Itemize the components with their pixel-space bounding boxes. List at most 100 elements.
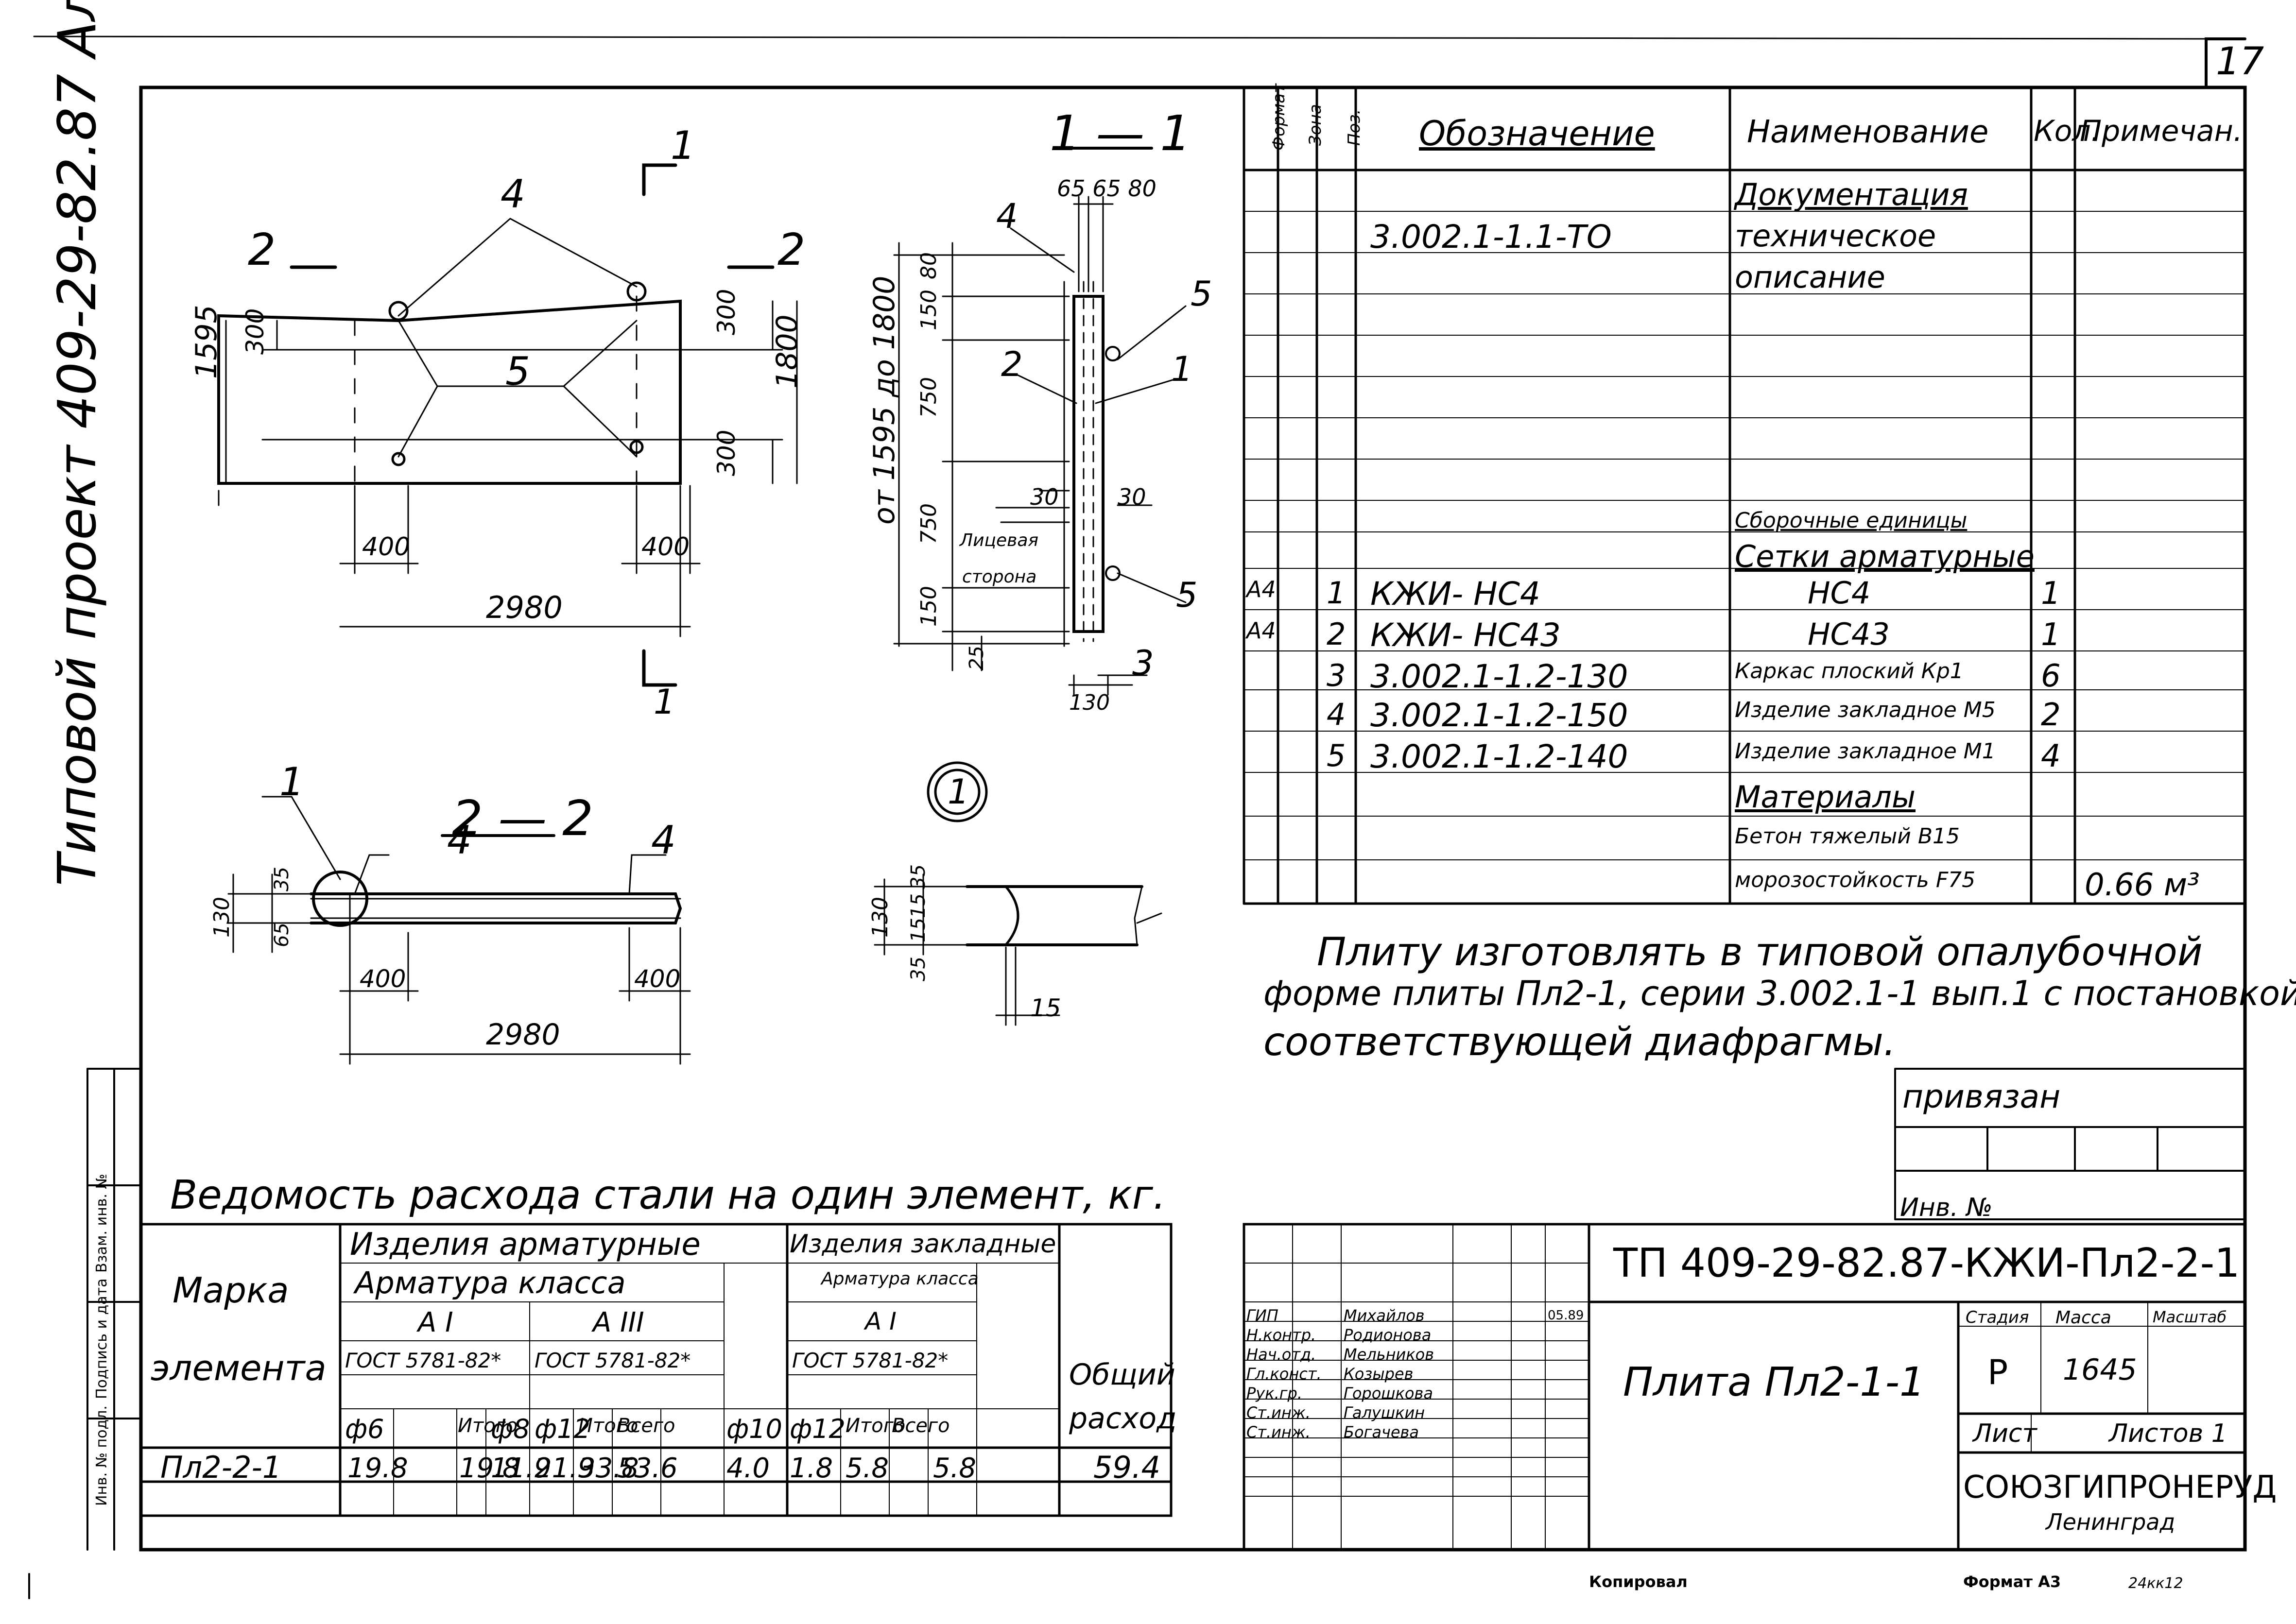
tb-person: Богачева bbox=[1344, 1423, 1419, 1441]
spec-row-qty: 2 bbox=[2041, 697, 2061, 733]
steel-col-header: ф12 bbox=[790, 1414, 846, 1444]
tb-scale-label: Масштаб bbox=[2153, 1308, 2227, 1326]
section-2-2-dim-130: 130 bbox=[209, 897, 234, 938]
section-1-1-label-5b: 5 bbox=[1176, 575, 1198, 615]
section-1-1-vdim-150a: 150 bbox=[916, 290, 941, 330]
spec-row-pos: 3 bbox=[1327, 658, 1346, 693]
plan-dim-1800: 1800 bbox=[770, 314, 804, 389]
steel-value: 33.8 bbox=[578, 1453, 639, 1484]
spec-header-zone: Зона bbox=[1306, 104, 1325, 146]
spec-row-designation: 3.002.1-1.1-ТО bbox=[1370, 218, 1612, 256]
section-1-1-face-label-1: Лицевая bbox=[960, 530, 1039, 550]
steel-col-header: ф10 bbox=[726, 1414, 782, 1444]
spec-row-pos: 2 bbox=[1327, 616, 1346, 652]
spec-row-name: Изделие закладное М5 bbox=[1735, 698, 1996, 722]
spec-row-designation: 3.002.1-1.2-140 bbox=[1370, 738, 1628, 775]
steel-class-a3: А III bbox=[593, 1307, 644, 1338]
steel-total-2: расход bbox=[1069, 1402, 1177, 1436]
spec-row-designation: КЖИ- НС43 bbox=[1370, 616, 1561, 654]
spec-row-note: 0.66 м³ bbox=[2085, 867, 2200, 903]
detail-1-dim-130: 130 bbox=[868, 897, 893, 938]
tb-person: Михайлов bbox=[1344, 1306, 1425, 1325]
steel-value: 21.9 bbox=[535, 1453, 595, 1484]
spec-row-name: Каркас плоский Кр1 bbox=[1735, 659, 1964, 684]
tb-person: Мельников bbox=[1344, 1345, 1434, 1364]
steel-group2-sub: Арматура класса bbox=[821, 1269, 979, 1289]
detail-1-dim-15c: 15 bbox=[1030, 994, 1061, 1022]
section-1-1-vdim-150b: 150 bbox=[916, 586, 941, 627]
plan-label-4: 4 bbox=[501, 171, 525, 217]
note-line-3: соответствующей диафрагмы. bbox=[1263, 1019, 1896, 1064]
section-1-1-dim-30a: 30 bbox=[1030, 484, 1059, 510]
section-1-1-label-1: 1 bbox=[1171, 349, 1193, 389]
plan-dim-400-a: 400 bbox=[362, 532, 411, 562]
tb-role: Ст.инж. bbox=[1246, 1403, 1311, 1422]
stamp-signature-date: Подпись и дата bbox=[93, 1278, 110, 1400]
tb-person: Горошкова bbox=[1344, 1384, 1433, 1402]
steel-group1: Изделия арматурные bbox=[350, 1227, 701, 1263]
spec-header-designation: Обозначение bbox=[1419, 114, 1655, 154]
spec-row-name: Документация bbox=[1735, 177, 1968, 212]
footer-code: 24кк12 bbox=[2128, 1575, 2183, 1592]
footer-format: Формат А3 bbox=[1963, 1573, 2061, 1591]
tb-date: 05.89 bbox=[1548, 1308, 1584, 1323]
stamp-inv-podl: Инв. № подл. bbox=[93, 1405, 110, 1506]
steel-row-total: 59.4 bbox=[1093, 1450, 1161, 1485]
section-2-2-dim-35: 35 bbox=[271, 867, 293, 891]
spec-row-name: Материалы bbox=[1735, 779, 1916, 815]
spec-row-designation: 3.002.1-1.2-150 bbox=[1370, 697, 1628, 734]
detail-1-dim-15a: 15 bbox=[907, 893, 930, 918]
spec-row-name: НС4 bbox=[1808, 575, 1871, 611]
section-1-1-side-dim: от 1595 до 1800 bbox=[867, 275, 901, 525]
plan-mark-2-left: 2 bbox=[248, 224, 276, 275]
section-1-1-label-2: 2 bbox=[1001, 344, 1023, 384]
section-1-1-vdim-750a: 750 bbox=[916, 377, 941, 418]
tb-stage: Р bbox=[1987, 1352, 2008, 1392]
steel-mark-header-1: Марка bbox=[173, 1270, 289, 1311]
tb-role: Рук.гр. bbox=[1246, 1384, 1303, 1402]
steel-value: 53.6 bbox=[617, 1453, 678, 1484]
steel-value: 4.0 bbox=[726, 1453, 770, 1484]
steel-value: 5.8 bbox=[846, 1453, 889, 1484]
spec-row-name: техническое bbox=[1735, 218, 1936, 254]
spec-row-pos: 4 bbox=[1327, 697, 1346, 732]
section-1-1-top-dims: 65 65 80 bbox=[1057, 175, 1157, 202]
steel-total-1: Общий bbox=[1069, 1358, 1175, 1392]
steel-value: 1.8 bbox=[790, 1453, 833, 1484]
note-line-1: Плиту изготовлять в типовой опалубочной bbox=[1317, 929, 2203, 974]
section-1-1-label-4: 4 bbox=[996, 196, 1018, 236]
section-2-2-label-4a: 4 bbox=[447, 818, 472, 863]
spec-row-name: НС43 bbox=[1808, 616, 1890, 652]
doc-name: Плита Пл2-1-1 bbox=[1623, 1359, 1925, 1405]
steel-row-mark: Пл2-2-1 bbox=[160, 1450, 282, 1485]
tb-stage-label: Стадия bbox=[1966, 1308, 2029, 1327]
spec-row-name: Сборочные единицы bbox=[1735, 508, 1968, 533]
stamp-vzam-inv: Взам. инв. № bbox=[93, 1174, 110, 1273]
steel-col-header: Итого bbox=[578, 1415, 639, 1437]
spec-row-name: Сетки арматурные bbox=[1735, 539, 2035, 574]
plan-dim-2980: 2980 bbox=[486, 590, 563, 625]
spec-row-pos: 1 bbox=[1327, 575, 1346, 611]
section-1-1-title: 1 — 1 bbox=[1050, 105, 1191, 162]
section-1-1-face-label-2: сторона bbox=[962, 567, 1037, 587]
spec-row-name: морозостойкость F75 bbox=[1735, 868, 1976, 892]
plan-mark-1-bottom: 1 bbox=[654, 682, 675, 722]
section-1-1-vdim-25: 25 bbox=[966, 646, 988, 670]
detail-1-mark: 1 bbox=[948, 772, 969, 812]
steel-value: 5.8 bbox=[933, 1453, 977, 1484]
detail-1-dim-35b: 35 bbox=[907, 957, 930, 981]
steel-value: 19.8 bbox=[459, 1453, 520, 1484]
detail-1-dim-35a: 35 bbox=[907, 864, 930, 889]
plan-dim-1595: 1595 bbox=[190, 305, 224, 379]
steel-gost-3: ГОСТ 5781-82* bbox=[792, 1349, 949, 1372]
steel-value: 19.8 bbox=[347, 1453, 408, 1484]
steel-group2: Изделия закладные bbox=[790, 1230, 1056, 1259]
attached-title: привязан bbox=[1902, 1078, 2061, 1115]
tb-role: Ст.инж. bbox=[1246, 1423, 1311, 1441]
spec-row-designation: КЖИ- НС4 bbox=[1370, 575, 1540, 613]
steel-col-header: Всего bbox=[892, 1415, 950, 1437]
tb-org-1: СОЮЗГИПРОНЕРУД bbox=[1963, 1470, 2277, 1505]
section-1-1-dim-130: 130 bbox=[1069, 690, 1110, 715]
spec-header-name: Наименование bbox=[1747, 114, 1989, 150]
